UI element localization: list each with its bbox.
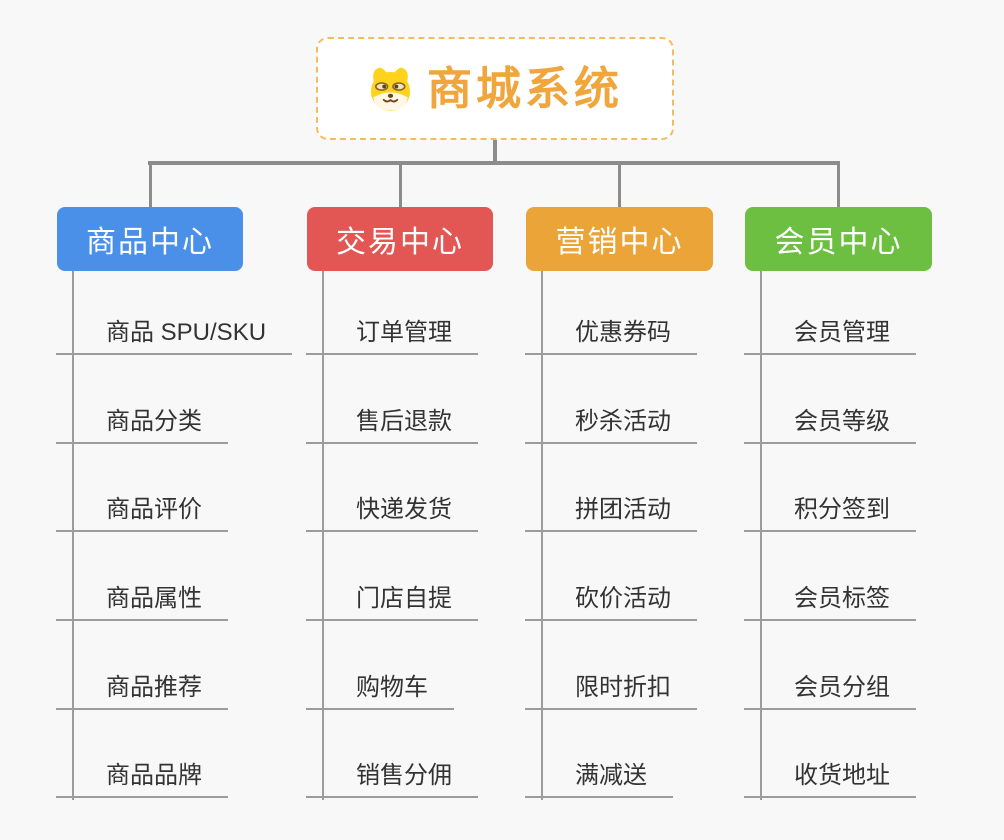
leaf-node[interactable]: 销售分佣 bbox=[306, 761, 478, 798]
connector-child-trunk bbox=[760, 271, 762, 800]
branch-node-marketing-center[interactable]: 营销中心 bbox=[526, 207, 713, 271]
leaf-node[interactable]: 售后退款 bbox=[306, 407, 478, 444]
leaf-node[interactable]: 门店自提 bbox=[306, 584, 478, 621]
connector-child-trunk bbox=[322, 271, 324, 800]
connector-child-trunk bbox=[72, 271, 74, 800]
leaf-node[interactable]: 商品评价 bbox=[56, 495, 228, 532]
leaf-node[interactable]: 购物车 bbox=[306, 673, 454, 710]
connector-root-stub bbox=[493, 140, 497, 163]
leaf-node[interactable]: 订单管理 bbox=[306, 318, 478, 355]
connector-horizontal-rail bbox=[148, 161, 839, 165]
leaf-node[interactable]: 商品 SPU/SKU bbox=[56, 318, 293, 355]
leaf-node[interactable]: 会员标签 bbox=[744, 584, 916, 621]
leaf-node[interactable]: 商品推荐 bbox=[56, 673, 228, 710]
leaf-node[interactable]: 会员管理 bbox=[744, 318, 916, 355]
root-title: 商城系统 bbox=[426, 63, 623, 114]
shiba-dog-icon bbox=[370, 67, 411, 112]
connector-branch-stub bbox=[148, 161, 152, 207]
leaf-node[interactable]: 限时折扣 bbox=[525, 673, 697, 710]
leaf-node[interactable]: 商品属性 bbox=[56, 584, 228, 621]
leaf-node[interactable]: 商品分类 bbox=[56, 407, 228, 444]
leaf-node[interactable]: 快递发货 bbox=[306, 495, 478, 532]
connector-branch-stub bbox=[618, 161, 621, 207]
branch-node-trade-center[interactable]: 交易中心 bbox=[307, 207, 493, 271]
connector-branch-stub bbox=[398, 161, 402, 207]
root-node-mall-system[interactable]: 商城系统 bbox=[316, 37, 674, 140]
leaf-node[interactable]: 砍价活动 bbox=[525, 584, 697, 621]
connector-branch-stub bbox=[837, 161, 840, 207]
leaf-node[interactable]: 满减送 bbox=[525, 761, 673, 798]
leaf-node[interactable]: 商品品牌 bbox=[56, 761, 228, 798]
leaf-node[interactable]: 优惠券码 bbox=[525, 318, 697, 355]
leaf-node[interactable]: 会员等级 bbox=[744, 407, 916, 444]
leaf-node[interactable]: 拼团活动 bbox=[525, 495, 697, 532]
branch-node-product-center[interactable]: 商品中心 bbox=[57, 207, 243, 271]
leaf-node[interactable]: 会员分组 bbox=[744, 673, 916, 710]
leaf-node[interactable]: 秒杀活动 bbox=[525, 407, 697, 444]
leaf-node[interactable]: 积分签到 bbox=[744, 495, 916, 532]
connector-child-trunk bbox=[541, 271, 543, 800]
branch-node-member-center[interactable]: 会员中心 bbox=[745, 207, 932, 271]
leaf-node[interactable]: 收货地址 bbox=[744, 761, 916, 798]
